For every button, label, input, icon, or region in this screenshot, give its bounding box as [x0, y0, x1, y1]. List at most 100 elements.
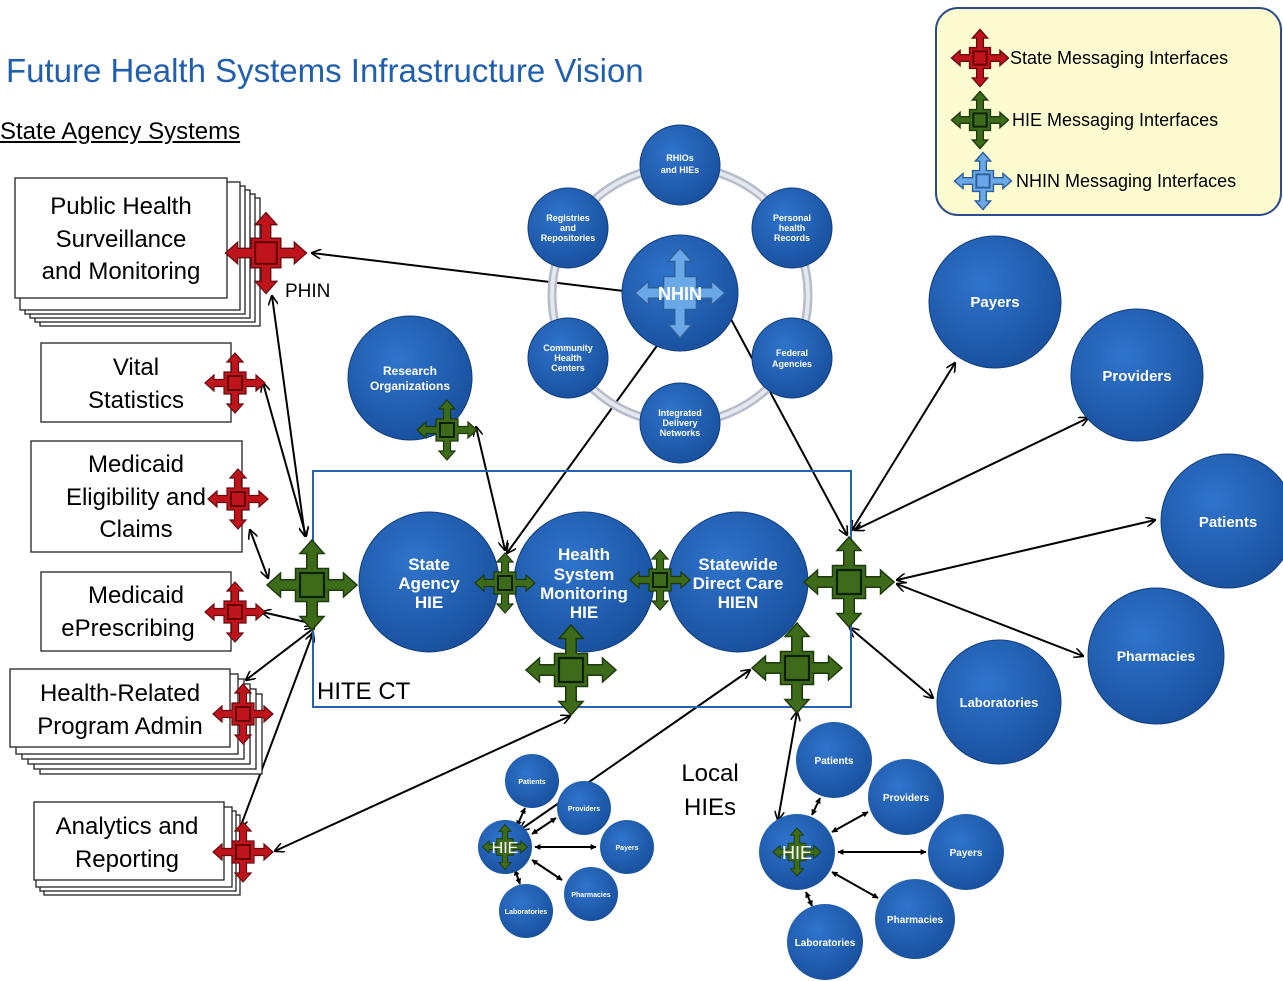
hie-interface-icon-monitor-bottom [525, 624, 617, 716]
svg-text:Program Admin: Program Admin [37, 713, 202, 740]
arrow-monitor-nhin [507, 325, 672, 553]
local-right-pharmacies: Pharmacies [875, 879, 955, 959]
svg-text:Providers: Providers [568, 806, 600, 813]
svg-text:Providers: Providers [1102, 368, 1171, 385]
local-left-hub: HIE [478, 820, 532, 874]
local-right-patients: Patients [796, 722, 872, 798]
svg-text:Eligibility and: Eligibility and [66, 484, 206, 511]
svg-text:Research: Research [383, 364, 437, 378]
svg-text:HIE: HIE [415, 593, 443, 612]
svg-text:Laboratories: Laboratories [505, 909, 548, 916]
svg-text:Health: Health [558, 545, 610, 564]
state-interface-icon-vital [204, 352, 266, 414]
local-left-pharmacies: Pharmacies [564, 867, 618, 921]
legend: State Messaging Interfaces HIE Messaging… [935, 7, 1282, 216]
svg-text:Health-Related: Health-Related [40, 680, 200, 707]
arrow-nhin-directhie [718, 295, 847, 535]
svg-text:Health: Health [554, 353, 582, 363]
svg-text:Networks: Networks [660, 428, 701, 438]
svg-text:Medicaid: Medicaid [88, 451, 184, 478]
node-pharmacies: Pharmacies [1087, 587, 1225, 725]
legend-hie-icon [950, 90, 1010, 150]
svg-text:Patients: Patients [815, 756, 854, 767]
node-payers: Payers [928, 235, 1062, 369]
local-hie-cluster-right: Patients Providers Payers Pharmacies Lab… [759, 722, 1004, 980]
local-hie-cluster-left: Patients Providers Payers Pharmacies Lab… [478, 754, 654, 938]
svg-text:Registries: Registries [546, 213, 590, 223]
state-interface-icon-erx [204, 581, 266, 643]
svg-text:Agencies: Agencies [772, 359, 812, 369]
svg-text:Claims: Claims [99, 516, 172, 543]
arrow-program-statehie [246, 628, 314, 680]
local-hies-label-1: Local [681, 760, 738, 787]
arrow-phs-statehie [272, 296, 305, 536]
svg-text:Integrated: Integrated [658, 408, 702, 418]
research-hie-interface-icon [416, 399, 478, 461]
svg-text:health: health [779, 223, 806, 233]
svg-text:Public Health: Public Health [50, 193, 191, 220]
hie-interface-icon-mid2 [629, 549, 691, 611]
svg-text:HIE: HIE [782, 843, 812, 863]
hite-ct-label: HITE CT [317, 678, 411, 705]
svg-text:Payers: Payers [616, 845, 639, 852]
svg-text:RHIOs: RHIOs [666, 153, 694, 163]
svg-text:Statewide: Statewide [698, 555, 777, 574]
local-hies-label-2: HIEs [684, 794, 736, 821]
svg-text:Medicaid: Medicaid [88, 582, 184, 609]
system-public-health-surveillance: Public Health Surveillance and Monitorin… [14, 177, 261, 327]
svg-text:NHIN: NHIN [658, 284, 702, 304]
node-federal: Federal Agencies [751, 317, 833, 399]
node-nhin-center: NHIN [621, 234, 739, 352]
arrow-direct-providers [855, 418, 1088, 530]
arrow-research-monitor [476, 427, 505, 550]
legend-state-label: State Messaging Interfaces [1010, 48, 1228, 68]
legend-state-icon [950, 28, 1010, 88]
svg-text:System: System [554, 565, 614, 584]
svg-text:Analytics and: Analytics and [56, 813, 199, 840]
hie-interface-icon-state [266, 539, 358, 631]
system-health-related-program: Health-Related Program Admin [9, 668, 263, 775]
node-chc: Community Health Centers [527, 317, 609, 399]
local-left-payers: Payers [600, 820, 654, 874]
hie-interface-icon-direct-bottom [751, 622, 843, 714]
node-providers: Providers [1070, 308, 1204, 442]
arrow-phin-nhin [312, 253, 640, 293]
svg-text:Organizations: Organizations [370, 379, 450, 393]
node-patients: Patients [1160, 453, 1283, 589]
svg-text:Pharmacies: Pharmacies [1117, 648, 1196, 664]
svg-text:Repositories: Repositories [541, 233, 596, 243]
arrow-direct-labs [850, 628, 933, 698]
node-phr: Personal health Records [751, 187, 833, 269]
local-left-labs: Laboratories [499, 884, 553, 938]
arrow-claims-statehie [250, 530, 268, 578]
svg-text:Centers: Centers [551, 363, 585, 373]
system-medicaid-claims: Medicaid Eligibility and Claims [30, 440, 243, 553]
page-title: Future Health Systems Infrastructure Vis… [6, 52, 644, 89]
legend-nhin-label: NHIN Messaging Interfaces [1016, 171, 1236, 191]
svg-text:Statistics: Statistics [88, 387, 184, 414]
system-vital-statistics: Vital Statistics [40, 342, 232, 423]
svg-text:Patients: Patients [518, 779, 545, 786]
node-statewide-direct-care-hien: Statewide Direct Care HIEN [667, 511, 809, 653]
svg-text:and Monitoring: and Monitoring [42, 258, 201, 285]
nhin-cluster: RHIOs and HIEs Personal health Records F… [527, 124, 833, 464]
arrow-direct-patients [897, 520, 1155, 580]
svg-text:Delivery: Delivery [662, 418, 697, 428]
svg-text:Payers: Payers [970, 294, 1019, 311]
svg-text:Providers: Providers [883, 793, 930, 804]
svg-text:HIEN: HIEN [718, 593, 759, 612]
svg-text:Reporting: Reporting [75, 846, 179, 873]
local-left-providers: Providers [557, 781, 611, 835]
node-health-system-monitoring-hie: Health System Monitoring HIE [513, 511, 655, 653]
node-state-agency-hie: State Agency HIE [358, 511, 500, 653]
legend-nhin-icon [953, 151, 1013, 211]
svg-text:State: State [408, 555, 450, 574]
local-right-payers: Payers [928, 814, 1004, 890]
svg-text:Pharmacies: Pharmacies [571, 892, 610, 899]
svg-text:Federal: Federal [776, 348, 808, 358]
state-interface-icon-analytics [212, 821, 274, 883]
node-rhios: RHIOs and HIEs [639, 124, 721, 206]
svg-text:Laboratories: Laboratories [960, 695, 1039, 710]
phin-label: PHIN [285, 281, 330, 302]
